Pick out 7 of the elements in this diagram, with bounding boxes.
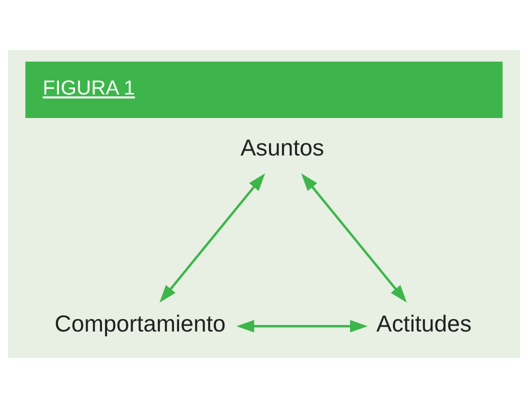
arrow (301, 173, 407, 303)
node-text: Asuntos (240, 134, 324, 160)
diagram-title: FIGURA 1 (42, 77, 135, 100)
node-text: Actitudes (376, 310, 472, 337)
arrow (236, 320, 368, 332)
node-text: Comportamiento (54, 310, 226, 337)
arrow (160, 173, 266, 303)
